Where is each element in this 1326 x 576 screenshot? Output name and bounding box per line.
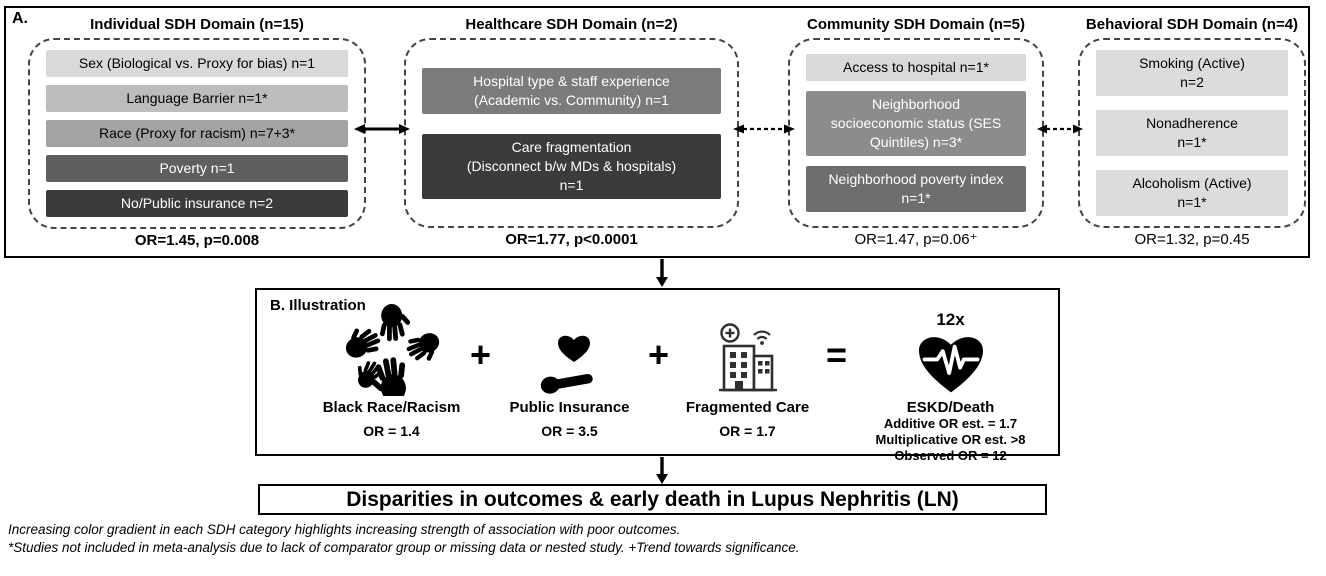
sdh-item-language: Language Barrier n=1* [46,85,348,112]
heart-ekg-icon [918,337,983,393]
domain-community-title: Community SDH Domain (n=5) [807,16,1025,33]
sdh-item-insurance: No/Public insurance n=2 [46,190,348,217]
hospital-icon [718,323,777,392]
domain-community: Community SDH Domain (n=5) Access to hos… [788,12,1044,252]
domain-individual-title: Individual SDH Domain (n=15) [90,16,304,33]
sdh-item-alcoholism: Alcoholism (Active) n=1* [1096,170,1288,216]
dashed-double-arrow-icon [1037,124,1083,134]
footnote-gradient: Increasing color gradient in each SDH ca… [8,522,681,537]
sdh-item-neighborhood-poverty: Neighborhood poverty index n=1* [806,166,1026,212]
factor-fragmented-care: Fragmented Care OR = 1.7 [678,298,818,439]
domain-healthcare-stat: OR=1.77, p<0.0001 [505,231,638,248]
dashed-double-arrow-icon [733,124,795,134]
domain-community-stat: OR=1.47, p=0.06⁺ [854,231,978,248]
domain-behavioral-stat: OR=1.32, p=0.45 [1134,231,1250,248]
sdh-item-nonadherence: Nonadherence n=1* [1096,110,1288,156]
sdh-item-poverty: Poverty n=1 [46,155,348,182]
sdh-item-access-hospital: Access to hospital n=1* [806,54,1026,81]
outcome-box: Disparities in outcomes & early death in… [258,484,1047,515]
factor-black-race: Black Race/Racism OR = 1.4 [322,298,462,439]
factor-label: Fragmented Care [685,399,810,416]
domain-individual-stat: OR=1.45, p=0.008 [134,232,260,249]
factor-label: Black Race/Racism [322,399,461,416]
domain-healthcare: Healthcare SDH Domain (n=2) Hospital typ… [404,12,739,252]
factor-or: OR = 1.7 [719,423,776,439]
equals-operator: = [825,334,848,375]
footnote-asterisk: *Studies not included in meta-analysis d… [8,540,800,555]
result-line: Multiplicative OR est. >8 [875,432,1026,447]
domain-healthcare-box: Hospital type & staff experience (Academ… [404,38,739,228]
factor-or: OR = 1.4 [363,423,420,439]
hands-icon [340,304,444,396]
panel-b-title: B. Illustration [270,297,366,314]
domain-behavioral-title: Behavioral SDH Domain (n=4) [1085,16,1299,33]
down-arrow-icon [656,259,668,287]
footnotes: Increasing color gradient in each SDH ca… [8,521,800,557]
solid-double-arrow-icon [354,124,410,134]
down-arrow-icon [656,457,668,484]
sdh-item-care-fragmentation: Care fragmentation (Disconnect b/w MDs &… [422,133,721,199]
hand-heart-icon [540,335,593,394]
domain-behavioral-box: Smoking (Active) n=2 Nonadherence n=1* A… [1078,38,1306,228]
result-line: Observed OR = 12 [894,448,1007,463]
plus-operator: + [469,334,492,375]
result-multiplier: 12x [936,310,965,329]
outcome-text: Disparities in outcomes & early death in… [346,487,959,511]
factor-or: OR = 3.5 [541,423,598,439]
plus-operator: + [647,334,670,375]
factor-label: Public Insurance [509,399,630,416]
sdh-item-smoking: Smoking (Active) n=2 [1096,50,1288,96]
domain-healthcare-title: Healthcare SDH Domain (n=2) [465,16,678,33]
result-line: Additive OR est. = 1.7 [883,416,1018,431]
panel-a-label: A. [12,10,28,27]
sdh-item-sex: Sex (Biological vs. Proxy for bias) n=1 [46,50,348,77]
sdh-item-hospital-type: Hospital type & staff experience (Academ… [422,67,721,114]
sdh-item-neighborhood-ses: Neighborhood socioeconomic status (SES Q… [806,91,1026,156]
panel-b: B. Illustration [255,288,1060,463]
illustration-row: Black Race/Racism OR = 1.4 + Public Insu… [317,298,1050,464]
result-eskd-death: 12x ESKD/Death Additive OR est. = 1.7 Mu… [856,298,1046,464]
domain-community-box: Access to hospital n=1* Neighborhood soc… [788,38,1044,228]
domain-behavioral: Behavioral SDH Domain (n=4) Smoking (Act… [1078,12,1306,252]
factor-public-insurance: Public Insurance OR = 3.5 [500,298,640,439]
domain-individual-box: Sex (Biological vs. Proxy for bias) n=1 … [28,38,366,229]
domain-individual: Individual SDH Domain (n=15) Sex (Biolog… [28,12,366,252]
panel-a: A. Individual SDH Domain (n=15) Sex (Bio… [4,6,1310,258]
sdh-item-race: Race (Proxy for racism) n=7+3* [46,120,348,147]
result-label: ESKD/Death [906,399,995,416]
